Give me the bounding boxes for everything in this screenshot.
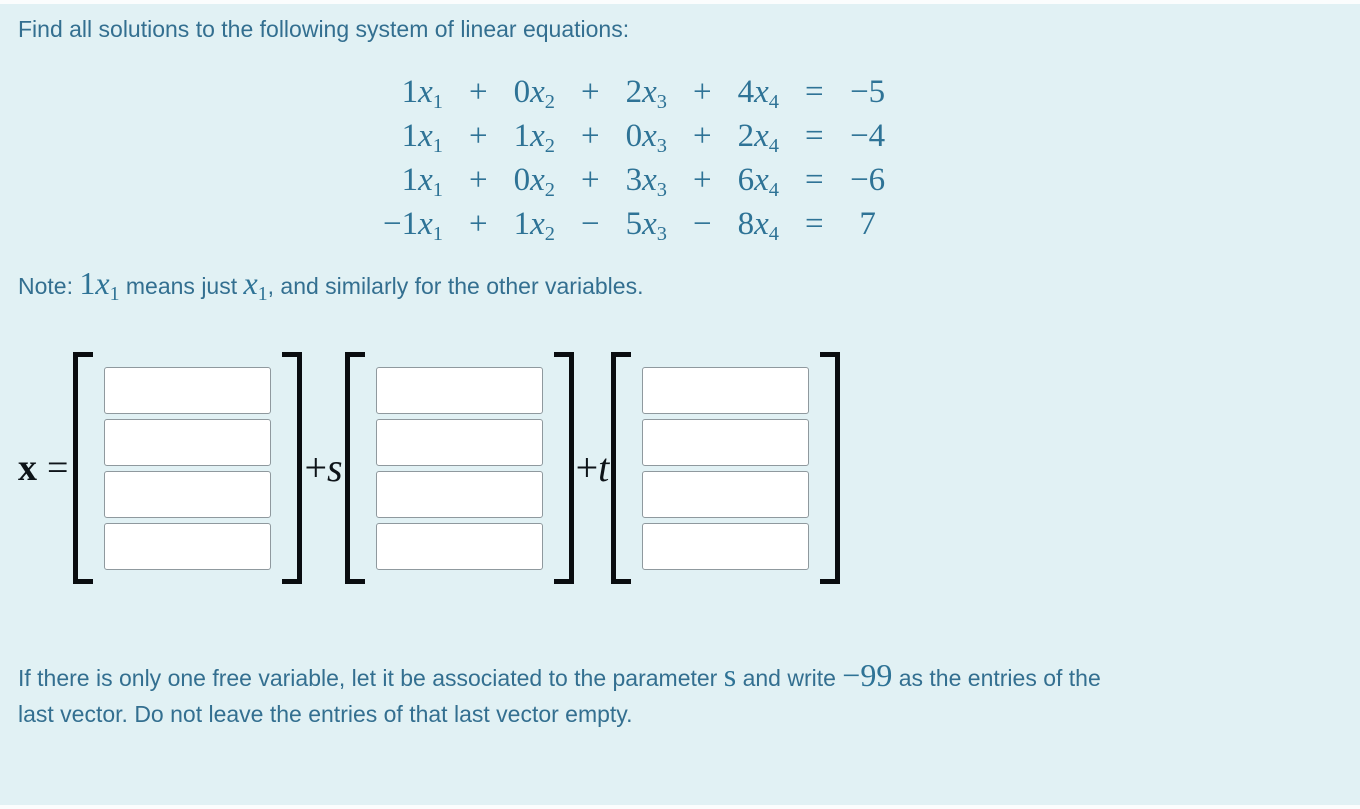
left-bracket-icon xyxy=(73,352,94,584)
param-t-label: +t xyxy=(576,448,610,488)
vector-entry-input[interactable] xyxy=(642,470,810,518)
equation-operator: + xyxy=(693,161,712,198)
vector-entry-input[interactable] xyxy=(375,522,543,570)
equation-equals: = xyxy=(805,205,824,242)
direction-vector-t xyxy=(611,352,841,584)
equation-term: 1x2 xyxy=(513,117,555,157)
equation-term: 0x3 xyxy=(625,117,667,157)
equation-operator: − xyxy=(693,205,712,242)
equation-term: 5x3 xyxy=(625,205,667,245)
equation-row: −1x1+1x2−5x3−8x4=7 xyxy=(370,202,899,246)
page-top-edge xyxy=(0,0,1360,4)
note-label: Note: xyxy=(18,273,80,299)
vector-entry-input[interactable] xyxy=(104,470,272,518)
equation-operator: + xyxy=(581,161,600,198)
equation-row: 1x1 +1x2 +0x3 +2x4 = −4 xyxy=(370,114,899,158)
equation-rows: 1x1 +0x2 +2x3 +4x4 = −5 1x1 +1x2 +0x3 +2x4 = −4 1x1 +… xyxy=(370,70,899,246)
plus-sign: + xyxy=(575,445,599,490)
equation-row: 1x1 +0x2 +3x3 +6x4 = −6 xyxy=(370,158,899,202)
direction-vector-s xyxy=(344,352,574,584)
note-suffix: , and similarly for the other variables. xyxy=(267,273,644,299)
equation-rhs: −5 xyxy=(850,73,886,110)
vector-entries xyxy=(631,352,820,584)
vector-entry-input[interactable] xyxy=(642,366,810,414)
equation-system: 1x1 +0x2 +2x3 +4x4 = −5 1x1 +1x2 +0x3 +2x4 = −4 1x1 +… xyxy=(370,70,899,246)
equation-term: 4x4 xyxy=(737,73,779,113)
equation-term: 2x3 xyxy=(625,73,667,113)
instructions-line2: last vector. Do not leave the entries of… xyxy=(18,701,633,727)
equation-operator: + xyxy=(469,117,488,154)
equation-row: 1x1 +0x2 +2x3 +4x4 = −5 xyxy=(370,70,899,114)
problem-prompt: Find all solutions to the following syst… xyxy=(18,16,630,42)
vector-entry-input[interactable] xyxy=(642,522,810,570)
vector-entry-input[interactable] xyxy=(104,418,272,466)
vector-entry-input[interactable] xyxy=(104,522,272,570)
equation-operator: + xyxy=(581,73,600,110)
equation-equals: = xyxy=(805,117,824,154)
instructions-text: If there is only one free variable, let … xyxy=(18,657,1334,732)
solution-expression: x= +s +t xyxy=(18,352,841,584)
plus-sign: + xyxy=(304,445,327,490)
equation-operator: + xyxy=(469,205,488,242)
solution-lhs: x= xyxy=(18,446,68,490)
right-bracket-icon xyxy=(820,352,841,584)
note-math-x1: x1 xyxy=(243,265,268,305)
note-text: Note: 1x1 means just x1, and similarly f… xyxy=(18,266,1342,306)
vector-entry-input[interactable] xyxy=(375,470,543,518)
vector-entry-input[interactable] xyxy=(375,366,543,414)
equation-term: 3x3 xyxy=(625,161,667,201)
equation-term: 6x4 xyxy=(737,161,779,201)
equation-term: −1x1 xyxy=(383,205,443,245)
equation-term: 2x4 xyxy=(737,117,779,157)
equation-term: 1x1 xyxy=(401,161,443,201)
equation-operator: + xyxy=(581,117,600,154)
param-s-label: +s xyxy=(304,448,342,488)
equation-rhs: −6 xyxy=(850,161,886,198)
equation-term: 0x2 xyxy=(513,73,555,113)
instructions-part1: If there is only one free variable, let … xyxy=(18,665,724,691)
equation-operator: − xyxy=(581,205,600,242)
param-s-inline: s xyxy=(723,657,737,693)
equation-rhs: 7 xyxy=(859,205,876,242)
equation-operator: + xyxy=(693,117,712,154)
instructions-part2: and write xyxy=(736,665,843,691)
left-bracket-icon xyxy=(344,352,365,584)
vector-x-symbol: x xyxy=(18,447,37,489)
equation-term: 1x1 xyxy=(401,117,443,157)
equation-term: 1x1 xyxy=(401,73,443,113)
equation-equals: = xyxy=(805,161,824,198)
equation-equals: = xyxy=(805,73,824,110)
vector-entry-input[interactable] xyxy=(375,418,543,466)
equation-term: 1x2 xyxy=(513,205,555,245)
note-math-1x1: 1x1 xyxy=(79,265,120,305)
vector-entries xyxy=(93,352,282,584)
param-t-symbol: t xyxy=(598,445,610,490)
equation-rhs: −4 xyxy=(850,117,886,154)
equation-term: 8x4 xyxy=(737,205,779,245)
equation-operator: + xyxy=(469,73,488,110)
param-s-symbol: s xyxy=(327,445,343,490)
equation-operator: + xyxy=(693,73,712,110)
right-bracket-icon xyxy=(282,352,303,584)
sentinel-value: −99 xyxy=(842,657,893,693)
note-middle: means just xyxy=(119,273,244,299)
equals-sign: = xyxy=(47,447,69,489)
instructions-part3: as the entries of the xyxy=(892,665,1101,691)
vector-entry-input[interactable] xyxy=(642,418,810,466)
page-bottom-edge xyxy=(0,805,1360,809)
vector-entry-input[interactable] xyxy=(104,366,272,414)
vector-entries xyxy=(365,352,554,584)
equation-operator: + xyxy=(469,161,488,198)
equation-term: 0x2 xyxy=(513,161,555,201)
particular-vector xyxy=(73,352,303,584)
right-bracket-icon xyxy=(553,352,574,584)
left-bracket-icon xyxy=(611,352,632,584)
